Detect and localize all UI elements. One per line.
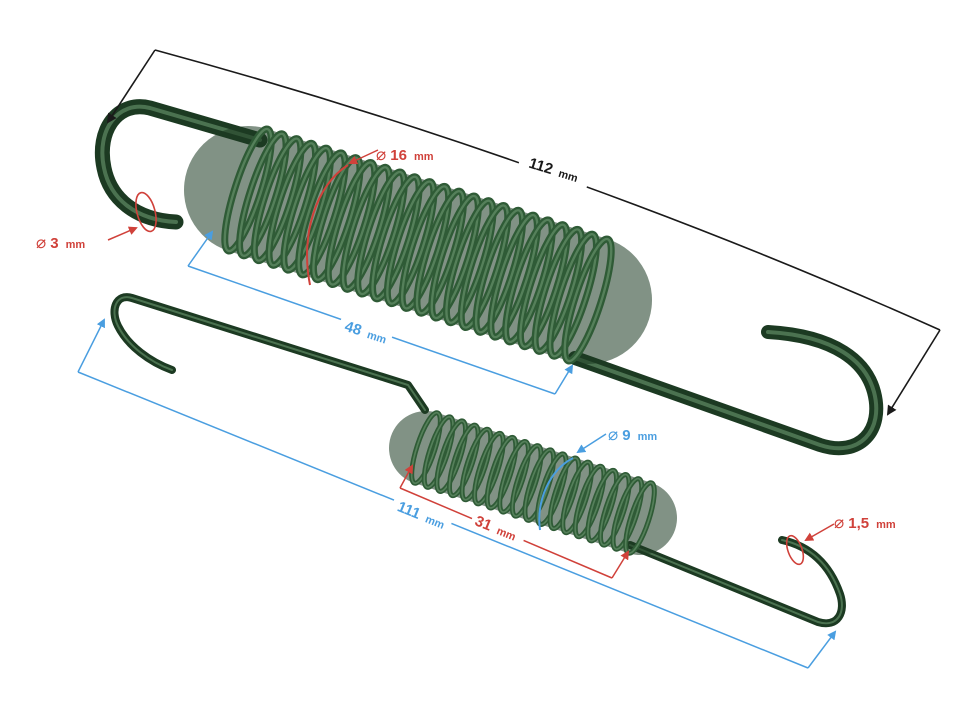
large-coil-turn-highlight [341,166,391,291]
large-coil-diameter-value: 16 [390,147,407,164]
dim-small-overall: 111 mm [77,318,837,669]
small-coil-turn-highlight [574,465,605,538]
large-coil-turn-highlight [489,213,539,339]
large-coil-turn-highlight [356,170,406,296]
large-coil-turn-highlight [371,175,421,300]
large-coil-turn-highlight [474,209,524,334]
large-coil-diameter-symbol: ⌀ [376,145,386,165]
small-coil-turn-highlight [486,436,517,509]
small-coil-turn-highlight [587,469,618,542]
svg-text:⌀ 1,5 mm: ⌀ 1,5 mm [834,513,896,533]
svg-text:⌀ 3 mm: ⌀ 3 mm [36,233,85,253]
large-coil-turn-highlight [400,185,450,310]
small-wire-diameter-value: 1,5 [848,515,869,532]
small-coil-turn-highlight [599,473,630,546]
large-overall-value: 112 [527,155,555,178]
large-coil-diameter-unit: mm [414,151,434,163]
large-coil-turn-highlight [267,142,317,267]
dim-large-wire-diameter: ⌀ 3 mm [36,191,157,253]
small-coil-turn-highlight [561,461,593,534]
small-coil-diameter-value: 9 [622,427,630,444]
small-coil-diameter-unit: mm [638,431,658,443]
large-coil-turn-highlight [386,180,436,305]
small-overall-value: 111 [395,498,423,523]
small-coil-turn-highlight [549,457,580,530]
large-wire-diameter-value: 3 [50,235,58,252]
small-coil-diameter-symbol: ⌀ [608,425,618,445]
large-coil-turn-highlight [504,218,554,344]
dim-small-body-length: 31 mm [399,464,630,579]
large-coil-turn-highlight [415,190,465,315]
large-coil-turn-highlight [282,146,332,272]
dim-large-body-length: 48 mm [187,230,574,395]
small-coil-turn-highlight [423,415,454,489]
large-body-value: 48 [343,318,364,339]
svg-text:⌀ 9 mm: ⌀ 9 mm [608,425,657,445]
small-body-value: 31 [472,513,494,535]
large-coil-turn-highlight [253,137,303,262]
small-spring-coil-body [389,410,677,556]
small-coil-turn-highlight [612,477,643,551]
large-spring [94,99,884,456]
small-coil-turn-highlight [511,444,542,518]
large-coil-turn-highlight [223,127,273,253]
large-coil-turn-highlight [238,132,288,257]
small-coil-turn-highlight [498,440,530,513]
large-body-unit: mm [365,329,388,347]
large-spring-coil-body [184,125,652,365]
small-coil-turn-highlight [448,424,479,497]
dim-large-overall: 112 mm [106,49,941,416]
large-coil-turn-highlight [548,233,598,358]
small-wire-diameter-unit: mm [876,519,896,531]
dim-large-coil-diameter: ⌀ 16 mm [306,145,434,286]
large-coil-turn-highlight [519,223,569,348]
large-coil-turn-highlight [533,228,583,353]
large-coil-turn-highlight [327,161,376,286]
svg-text:48 mm: 48 mm [343,318,390,348]
large-wire-diameter-symbol: ⌀ [36,233,46,253]
small-spring-left-hook [110,293,429,414]
large-wire-diameter-unit: mm [66,239,86,251]
svg-text:⌀ 16 mm: ⌀ 16 mm [376,145,434,165]
small-wire-diameter-symbol: ⌀ [834,513,844,533]
small-spring [110,293,846,628]
small-coil-turn-highlight [436,420,467,493]
small-coil-turn-highlight [410,411,442,485]
large-coil-turn-highlight [430,194,480,320]
small-coil-turn-highlight [461,428,492,501]
svg-text:112 mm: 112 mm [527,155,581,186]
small-coil-turn-highlight [524,448,555,522]
large-coil-turn-highlight [297,151,347,277]
large-coil-turn-highlight [445,199,495,324]
large-coil-turn-highlight [563,237,613,363]
dim-small-coil-diameter: ⌀ 9 mm [538,425,657,531]
dim-small-wire-diameter: ⌀ 1,5 mm [785,513,896,566]
large-overall-unit: mm [557,168,579,185]
large-coil-turn-highlight [460,204,509,329]
small-coil-turn-highlight [473,432,505,505]
